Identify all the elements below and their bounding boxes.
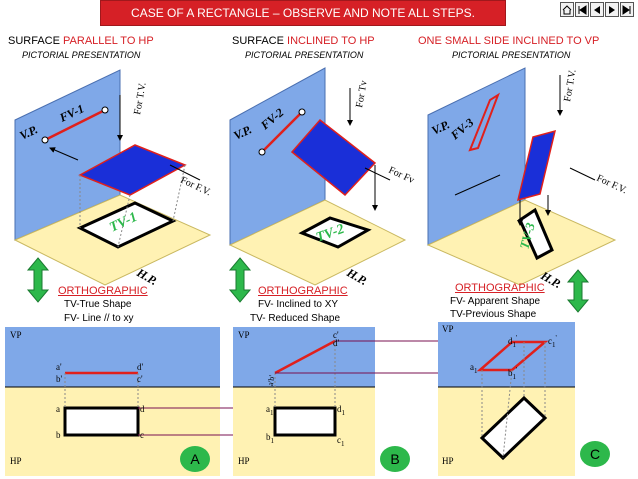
vp-label-ortho-b: VP xyxy=(238,330,250,340)
point-c1-b: c1 xyxy=(337,435,345,448)
case-b-ortho-title: ORTHOGRAPHIC xyxy=(258,285,348,297)
case-c-ortho-title: ORTHOGRAPHIC xyxy=(455,282,545,294)
ortho-panel-b xyxy=(233,327,490,476)
point-c1-c: c1' xyxy=(548,334,557,349)
point-b-prime: b' xyxy=(56,374,63,384)
case-b-line1: FV- Inclined to XY xyxy=(258,299,339,310)
point-a-prime: a' xyxy=(56,362,62,372)
point-c-prime: c' xyxy=(137,374,143,384)
case-a-line1: TV-True Shape xyxy=(64,299,132,310)
case-c-heading: ONE SMALL SIDE INCLINED TO VP xyxy=(418,35,600,47)
vp-label-ortho-c: VP xyxy=(442,324,454,334)
first-icon[interactable] xyxy=(575,2,589,17)
point-d1-c: d1' xyxy=(508,334,518,349)
page-title: CASE OF A RECTANGLE – OBSERVE AND NOTE A… xyxy=(100,0,506,26)
point-d-prime: d' xyxy=(137,362,144,372)
point-c: c xyxy=(140,430,144,440)
prev-icon[interactable] xyxy=(590,2,604,17)
point-b1-b: b1 xyxy=(266,432,274,445)
case-a-heading: SURFACE PARALLEL TO HP xyxy=(8,35,154,47)
green-arrow-a xyxy=(26,257,50,303)
home-icon[interactable] xyxy=(560,2,574,17)
title-text: CASE OF A RECTANGLE – OBSERVE AND NOTE A… xyxy=(131,6,475,20)
case-b-subheading: PICTORIAL PRESENTATION xyxy=(245,50,364,60)
case-b-line2: TV- Reduced Shape xyxy=(250,313,341,324)
slide-nav xyxy=(560,2,634,19)
point-d1-b: d1 xyxy=(337,404,345,417)
ortho-panel-a xyxy=(5,327,275,476)
case-c-subheading: PICTORIAL PRESENTATION xyxy=(452,50,571,60)
case-a-badge[interactable]: A xyxy=(180,446,210,472)
point-c-prime-b: c' xyxy=(333,330,339,340)
last-icon[interactable] xyxy=(620,2,634,17)
point-a: a xyxy=(56,404,60,414)
hp-label-ortho-c: HP xyxy=(442,456,454,466)
case-a-pictorial: V.P. FV-1 TV-1 H.P. For T.V. For F.V. xyxy=(13,69,212,288)
green-arrow-b xyxy=(228,257,252,303)
vp-label-c: V.P. xyxy=(429,117,451,137)
point-d-prime-b: d' xyxy=(333,338,340,348)
vp-label-a: V.P. xyxy=(17,122,39,142)
hp-label-ortho-b: HP xyxy=(238,456,250,466)
tv-label-c: TV-3 xyxy=(516,221,538,251)
case-b-pictorial: V.P. FV-2 TV-2 H.P. For Tv For Fv xyxy=(228,67,416,288)
point-a1-c: a1 xyxy=(470,362,478,375)
green-arrow-c xyxy=(566,269,590,313)
vp-label-b: V.P. xyxy=(231,122,253,142)
case-b-heading: SURFACE INCLINED TO HP xyxy=(232,35,375,47)
next-icon[interactable] xyxy=(605,2,619,17)
case-c-pictorial: V.P. FV-3 TV-3 H.P. For T.V. For F.V. xyxy=(426,67,628,291)
case-a-line2: FV- Line // to xy xyxy=(64,313,134,324)
hp-label-ortho-a: HP xyxy=(10,456,22,466)
case-c-badge[interactable]: C xyxy=(580,441,610,467)
point-d: d xyxy=(140,404,145,414)
point-ab-prime-b: a'b' xyxy=(265,374,277,387)
case-c-line2: TV-Previous Shape xyxy=(450,309,537,320)
case-a-ortho-title: ORTHOGRAPHIC xyxy=(58,285,148,297)
point-b: b xyxy=(56,430,61,440)
ortho-panel-c xyxy=(438,322,575,476)
for-tv-b: For Tv xyxy=(354,80,370,109)
case-b-badge[interactable]: B xyxy=(380,446,410,472)
case-a-subheading: PICTORIAL PRESENTATION xyxy=(22,50,141,60)
vp-label-ortho-a: VP xyxy=(10,330,22,340)
point-a1-b: a1 xyxy=(266,404,274,417)
case-c-line1: FV- Apparent Shape xyxy=(450,296,541,307)
point-b1-c: b1' xyxy=(508,366,518,381)
